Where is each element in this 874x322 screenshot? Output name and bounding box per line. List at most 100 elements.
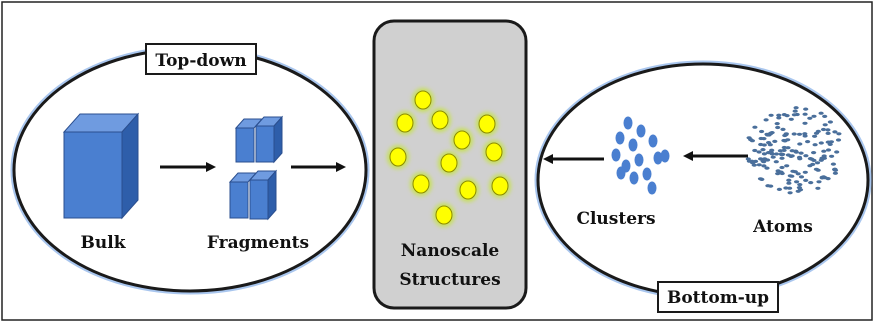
nanoparticle [435,205,453,225]
atom-dot [832,171,839,175]
atom-dot [836,132,842,136]
atom-dot [798,175,805,179]
nanoscale-label-line2: Structures [399,270,500,290]
atom-dot [787,191,793,195]
atom-dot [765,184,771,188]
atom-dot [815,186,821,190]
atom-dot [750,161,756,165]
atom-dot [768,113,774,117]
atom-dot [773,152,780,156]
bottom-up-label: Bottom-up [667,288,769,308]
atom-dot [812,134,818,138]
atom-dot [756,150,762,154]
atom-dot [832,167,838,171]
atom-dot [789,149,795,153]
atom-dot [832,130,838,134]
cluster-dot [634,153,644,167]
atom-dot [805,140,811,144]
atom-dot [758,136,764,141]
atom-dot [774,122,780,126]
atom-dot [811,151,817,155]
atom-dot [752,125,758,129]
atom-dot [786,178,792,182]
atom-dot [776,116,782,120]
atom-dot [756,163,762,167]
cluster-dot [615,131,625,145]
atom-dot [767,143,773,147]
atom-dot [818,141,824,145]
atom-dot [830,162,837,166]
atom-dot [825,148,832,152]
fragments-label: Fragments [207,233,309,253]
atom-dot [802,112,808,116]
atom-dot [784,114,790,118]
atom-dot [802,132,808,136]
atom-dot [751,163,757,167]
atom-dot [792,170,798,174]
nanoparticle [396,113,414,133]
atom-dot [797,142,803,146]
atom-dot [783,132,789,136]
nanoparticle [491,176,509,196]
atom-dot [788,117,794,121]
atom-dot [791,113,798,117]
cluster-dot [623,116,633,130]
atom-dot [796,186,803,190]
cluster-dots-icon [611,116,670,195]
atom-dot [829,154,835,158]
nanoparticle [485,142,503,162]
atom-dot [797,183,803,187]
atom-dot [794,180,800,184]
atom-dot [786,181,792,185]
atom-dot [773,160,779,164]
bottom-up-section: Bottom-up Clusters Atoms [534,60,872,313]
atom-dot [778,170,784,174]
cluster-dot [629,171,639,185]
atom-dot [803,154,809,158]
atom-dot [795,172,801,176]
atom-dot [821,149,827,153]
cluster-dot [642,167,652,181]
atom-dot [759,177,765,181]
atom-dot [745,157,751,161]
atom-dot [781,145,787,150]
atom-dot [803,107,809,111]
atom-dot [813,131,820,135]
nanoparticle [478,114,496,134]
top-down-section: Top-down Bulk Fragments [10,43,370,295]
cube-icon [62,112,140,220]
atom-dot [816,180,822,184]
cluster-dot [660,149,670,163]
atom-dot [814,161,821,165]
cluster-dot [611,148,621,162]
atoms-label: Atoms [752,217,813,237]
atom-dot [784,164,790,168]
atom-dot [807,164,813,168]
atom-dot [765,158,771,162]
atom-dot [807,157,814,161]
atom-dot [793,106,799,110]
atom-dot [775,125,781,130]
fragmented-cubes-icon [228,115,284,221]
bulk-label: Bulk [81,233,127,253]
atom-dot [822,123,828,127]
atom-dot [813,167,820,171]
nanoparticle [389,147,407,167]
atom-dot [777,149,784,153]
atom-dot [811,114,817,118]
cluster-dot [653,151,663,165]
atom-dot [779,156,785,160]
atom-dot [793,150,799,154]
atom-dot [763,118,769,122]
cluster-dot [628,138,638,152]
atom-dot [825,177,831,181]
atom-dot [746,136,752,140]
cluster-dot [647,181,657,195]
atom-dot [772,139,778,143]
atom-dot [819,175,825,179]
atom-dot [765,151,772,155]
atom-dot [835,138,842,142]
atom-dot [802,134,808,138]
atom-dot [819,156,825,160]
